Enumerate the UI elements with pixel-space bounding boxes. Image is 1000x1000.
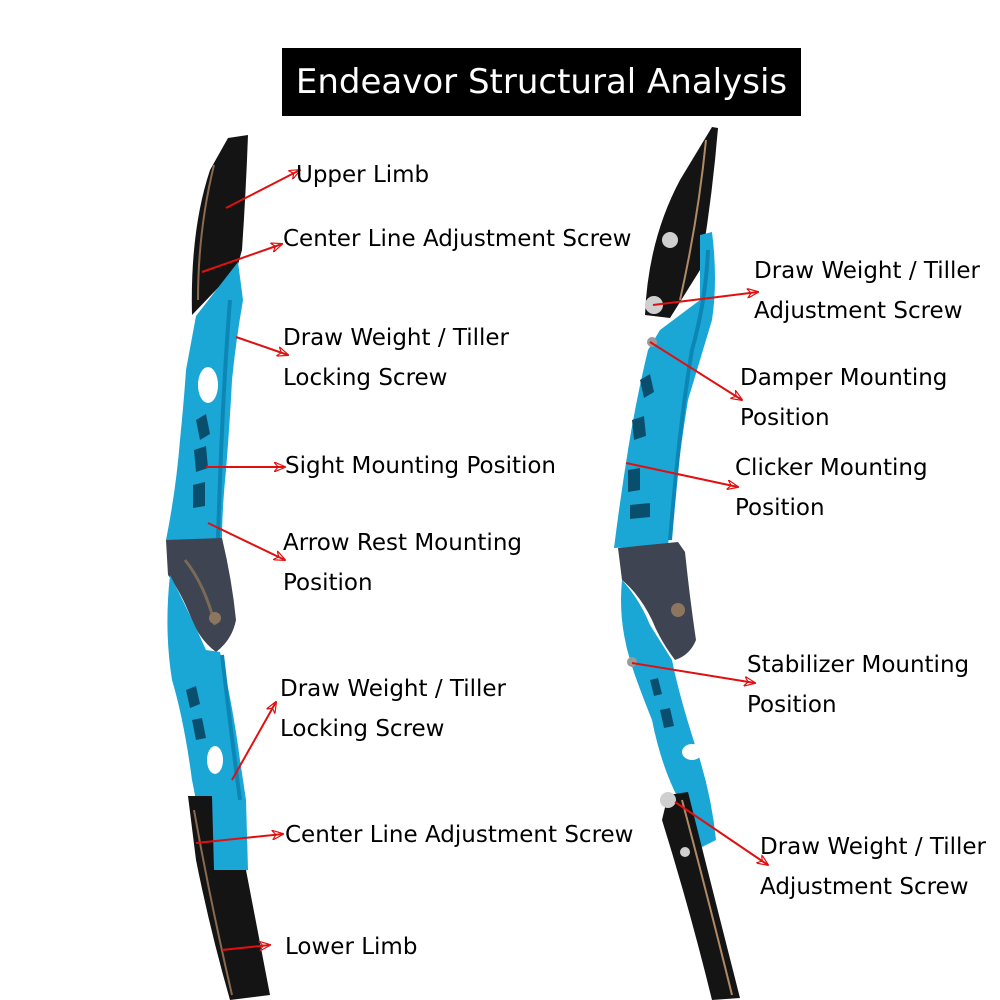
label-line: Position: [283, 570, 373, 596]
label-sight-mounting-position: Sight Mounting Position: [285, 446, 556, 486]
left-bow: [166, 135, 270, 1000]
arrow-arrow-rest: [207, 522, 285, 560]
label-draw-weight-tiller-adjustment-screw-lower: Draw Weight / Tiller Adjustment Screw: [760, 827, 986, 907]
right-bow: [614, 127, 740, 1000]
label-line: Upper Limb: [296, 162, 430, 188]
arrow-lower-limb: [221, 945, 270, 950]
left-grip: [166, 538, 236, 652]
arrow-adjustment-screw-upper: [652, 292, 758, 306]
label-line: Draw Weight / Tiller: [283, 325, 510, 351]
label-line: Position: [735, 495, 825, 521]
label-stabilizer-mounting-position: Stabilizer Mounting Position: [747, 645, 969, 725]
label-line: Damper Mounting: [740, 365, 948, 391]
arrow-clicker-mounting: [625, 462, 738, 487]
diagram-title: Endeavor Structural Analysis: [282, 48, 801, 116]
label-line: Locking Screw: [283, 365, 448, 391]
label-line: Draw Weight / Tiller: [754, 258, 981, 284]
label-draw-weight-tiller-locking-screw-lower: Draw Weight / Tiller Locking Screw: [280, 669, 506, 749]
leader-arrows: [195, 170, 768, 950]
label-center-line-adjustment-screw-lower: Center Line Adjustment Screw: [285, 815, 633, 855]
label-clicker-mounting-position: Clicker Mounting Position: [735, 448, 928, 528]
label-line: Draw Weight / Tiller: [760, 834, 987, 860]
label-line: Stabilizer Mounting: [747, 652, 970, 678]
arrow-stabilizer-mounting: [631, 662, 755, 683]
arrow-center-line-upper: [201, 244, 282, 273]
label-line: Center Line Adjustment Screw: [283, 226, 632, 252]
label-line: Arrow Rest Mounting: [283, 530, 522, 556]
right-grip: [618, 542, 696, 660]
label-line: Adjustment Screw: [760, 874, 969, 900]
right-upper-limb: [645, 127, 718, 318]
label-damper-mounting-position: Damper Mounting Position: [740, 358, 947, 438]
label-line: Clicker Mounting: [735, 455, 928, 481]
label-arrow-rest-mounting-position: Arrow Rest Mounting Position: [283, 523, 522, 603]
label-draw-weight-tiller-adjustment-screw-upper: Draw Weight / Tiller Adjustment Screw: [754, 251, 980, 331]
label-line: Position: [747, 692, 837, 718]
label-upper-limb: Upper Limb: [296, 155, 429, 195]
label-line: Lower Limb: [285, 934, 418, 960]
arrow-center-line-lower: [195, 834, 283, 844]
arrow-damper-mounting: [649, 341, 742, 400]
label-draw-weight-tiller-locking-screw-upper: Draw Weight / Tiller Locking Screw: [283, 318, 509, 398]
label-line: Draw Weight / Tiller: [280, 676, 507, 702]
arrow-adjustment-screw-lower: [674, 801, 768, 865]
label-lower-limb: Lower Limb: [285, 927, 417, 967]
label-line: Center Line Adjustment Screw: [285, 822, 634, 848]
left-riser: [166, 262, 243, 545]
label-line: Adjustment Screw: [754, 298, 963, 324]
label-line: Locking Screw: [280, 716, 445, 742]
left-lower-limb: [188, 796, 270, 1000]
arrow-upper-limb: [225, 170, 300, 209]
label-line: Sight Mounting Position: [285, 453, 557, 479]
label-line: Position: [740, 405, 830, 431]
arrow-locking-screw-upper: [235, 336, 288, 355]
arrow-locking-screw-lower: [231, 702, 276, 781]
label-center-line-adjustment-screw-upper: Center Line Adjustment Screw: [283, 219, 631, 259]
